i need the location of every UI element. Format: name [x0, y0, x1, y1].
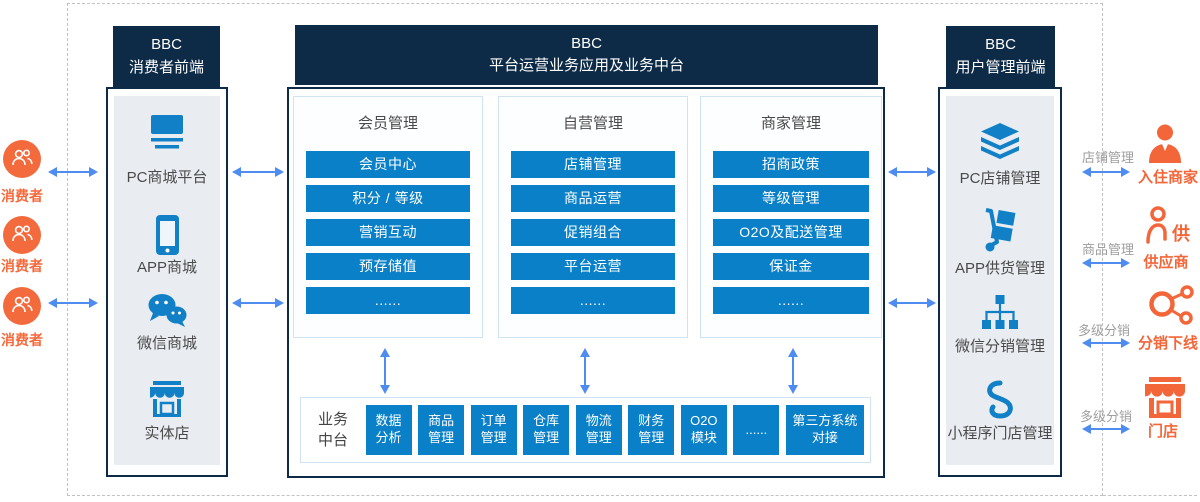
group-button: ...... [306, 287, 470, 314]
right-panel-header: BBC 用户管理前端 [946, 26, 1055, 87]
supplier-person-icon: 供 [1144, 206, 1190, 246]
module-box: 订单 管理 [470, 405, 517, 455]
module-box: ...... [733, 405, 780, 455]
consumer-label: 消费者 [1, 332, 43, 348]
left-panel-header: BBC 消费者前端 [113, 26, 220, 87]
center-panel-header-line1: BBC [571, 34, 602, 52]
group-button: 商品运营 [511, 185, 675, 212]
group-button: 积分 / 等级 [306, 185, 470, 212]
group-button: 保证金 [713, 253, 869, 280]
consumer-avatar [3, 216, 41, 254]
supplier-icon-text: 供 [1172, 224, 1190, 244]
storefront-icon [114, 380, 220, 418]
bidirectional-arrow [232, 298, 284, 308]
network-nodes-icon [1148, 285, 1195, 327]
hand-truck-icon [946, 208, 1054, 252]
outer-dashed-border [67, 3, 1103, 496]
group-button: 店铺管理 [511, 151, 675, 178]
module-box: 第三方系统 对接 [785, 405, 864, 455]
left-panel-header-line1: BBC [151, 36, 182, 53]
bidirectional-arrow [1082, 424, 1130, 434]
left-item-label: 实体店 [144, 425, 190, 442]
group-button: 平台运营 [511, 253, 675, 280]
group-button: 预存储值 [306, 253, 470, 280]
left-panel: PC商城平台 APP商城 微信商城 [106, 87, 228, 477]
right-item-label: APP供货管理 [954, 260, 1045, 277]
right-item-label: PC店铺管理 [959, 170, 1041, 187]
module-box: O2O 模块 [680, 405, 727, 455]
wechat-icon [114, 292, 220, 328]
layers-icon [946, 122, 1054, 160]
bidirectional-arrow-vertical [380, 348, 390, 394]
business-middle-platform-strip: 业务 中台 数据 分析 商品 管理 订单 管理 仓库 管理 物流 管理 财务 管… [300, 397, 871, 463]
consumer-group-icon [10, 147, 34, 172]
bidirectional-arrow [48, 298, 98, 308]
business-middle-platform-label: 业务 中台 [317, 411, 348, 449]
mini-program-icon [946, 378, 1054, 420]
consumer-avatar [3, 287, 41, 325]
group-member-management: 会员管理 会员中心 积分 / 等级 营销互动 预存储值 ...... [293, 96, 483, 338]
right-panel: PC店铺管理 APP供货管理 微信分销管理 [938, 87, 1062, 477]
consumer-avatar [3, 140, 41, 178]
pc-monitor-icon [114, 112, 220, 150]
group-title: 商家管理 [760, 115, 821, 132]
consumer-group-icon [10, 223, 34, 248]
bidirectional-arrow [1082, 338, 1130, 348]
group-self-operation: 自营管理 店铺管理 商品运营 促销组合 平台运营 ...... [498, 96, 688, 338]
bidirectional-arrow [1082, 167, 1130, 177]
entity-label: 供应商 [1143, 254, 1189, 271]
module-box: 仓库 管理 [523, 405, 570, 455]
entity-label: 门店 [1147, 423, 1178, 440]
arrow-label: 多级分销 [1077, 323, 1130, 338]
bottom-dashed-extension [1103, 495, 1197, 496]
left-item-label: PC商城平台 [126, 169, 208, 186]
shop-icon [1141, 376, 1189, 418]
left-panel-body: PC商城平台 APP商城 微信商城 [114, 96, 220, 465]
right-item-label: 微信分销管理 [954, 338, 1045, 355]
group-button: 等级管理 [713, 185, 869, 212]
entity-label: 分销下线 [1137, 335, 1198, 352]
left-item-label: 微信商城 [136, 335, 197, 352]
right-panel-header-line2: 用户管理前端 [955, 58, 1046, 76]
merchant-person-icon [1147, 123, 1183, 163]
group-title: 自营管理 [562, 115, 623, 132]
group-button: 促销组合 [511, 219, 675, 246]
bidirectional-arrow [1082, 258, 1130, 268]
right-panel-body: PC店铺管理 APP供货管理 微信分销管理 [946, 96, 1054, 465]
bidirectional-arrow [888, 298, 936, 308]
bidirectional-arrow [888, 167, 936, 177]
group-button: ...... [713, 287, 869, 314]
center-panel-header: BBC 平台运营业务应用及业务中台 [295, 25, 878, 85]
right-item-label: 小程序门店管理 [947, 425, 1053, 442]
consumer-label: 消费者 [1, 188, 43, 204]
arrow-label: 商品管理 [1081, 242, 1134, 257]
arrow-label: 店铺管理 [1081, 150, 1134, 165]
bidirectional-arrow [232, 167, 284, 177]
bidirectional-arrow [48, 167, 98, 177]
module-box: 财务 管理 [628, 405, 675, 455]
center-panel-header-line2: 平台运营业务应用及业务中台 [488, 57, 684, 74]
arrow-label: 多级分销 [1079, 409, 1132, 424]
group-button: O2O及配送管理 [713, 219, 869, 246]
group-merchant-management: 商家管理 招商政策 等级管理 O2O及配送管理 保证金 ...... [700, 96, 882, 338]
group-button: ...... [511, 287, 675, 314]
right-panel-header-line1: BBC [985, 36, 1016, 53]
sitemap-icon [946, 294, 1054, 332]
bidirectional-arrow-vertical [580, 348, 590, 394]
consumer-group-icon [10, 294, 34, 319]
group-title: 会员管理 [357, 115, 418, 132]
module-box: 商品 管理 [418, 405, 465, 455]
group-button: 会员中心 [306, 151, 470, 178]
module-box: 数据 分析 [365, 405, 412, 455]
left-item-label: APP商城 [136, 259, 197, 276]
group-button: 营销互动 [306, 219, 470, 246]
consumer-label: 消费者 [1, 258, 43, 274]
module-box: 物流 管理 [575, 405, 622, 455]
bidirectional-arrow-vertical [788, 348, 798, 394]
entity-label: 入住商家 [1137, 169, 1198, 186]
left-panel-header-line2: 消费者前端 [128, 58, 204, 76]
smartphone-icon [114, 214, 220, 256]
group-button: 招商政策 [713, 151, 869, 178]
